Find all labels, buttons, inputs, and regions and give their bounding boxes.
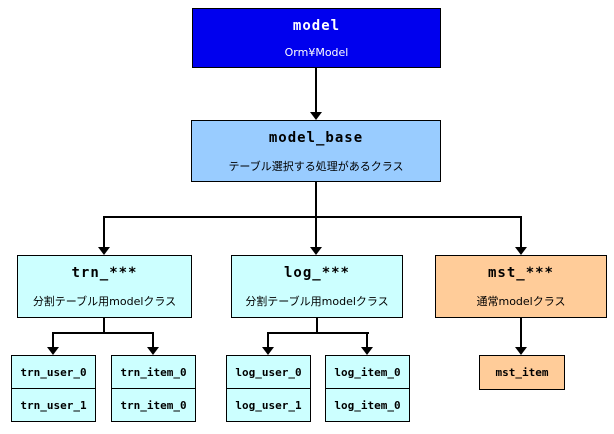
- arrowhead-into-log-item: [361, 347, 373, 355]
- arrowhead-into-trn: [98, 247, 110, 255]
- node-log: log_*** 分割テーブル用modelクラス: [231, 255, 403, 318]
- node-mst-item-title: mst_item: [495, 366, 549, 379]
- node-log-item-1: log_item_0: [325, 388, 410, 422]
- stack-log-item: log_item_0 log_item_0: [325, 355, 410, 422]
- connector-drop-log-item: [366, 332, 368, 348]
- connector-drop-trn-item: [152, 332, 154, 348]
- connector-drop-trn-user: [52, 332, 54, 348]
- node-trn-subtitle: 分割テーブル用modelクラス: [32, 295, 177, 308]
- node-model-base-subtitle: テーブル選択する処理があるクラス: [228, 160, 404, 173]
- node-trn-item-0: trn_item_0: [111, 355, 196, 389]
- node-mst-subtitle: 通常modelクラス: [476, 295, 566, 308]
- stack-log-user: log_user_0 log_user_1: [226, 355, 311, 422]
- connector-trn-stem: [103, 318, 105, 334]
- node-log-user-0: log_user_0: [226, 355, 311, 389]
- connector-log-stem: [316, 318, 318, 334]
- arrowhead-into-mst-item: [515, 347, 527, 355]
- node-trn-user-1: trn_user_1: [11, 388, 96, 422]
- stack-trn-user: trn_user_0 trn_user_1: [11, 355, 96, 422]
- arrowhead-into-log: [310, 247, 322, 255]
- node-trn-user-0: trn_user_0: [11, 355, 96, 389]
- node-trn-title: trn_***: [71, 265, 138, 281]
- node-mst-title: mst_***: [487, 265, 554, 281]
- arrowhead-into-trn-item: [147, 347, 159, 355]
- node-log-title: log_***: [283, 265, 350, 281]
- connector-drop-mst: [520, 216, 522, 248]
- node-log-user-1: log_user_1: [226, 388, 311, 422]
- connector-modelbase-stem: [315, 182, 317, 248]
- node-model-subtitle: Orm¥Model: [284, 46, 349, 59]
- arrowhead-into-trn-user: [47, 347, 59, 355]
- connector-model-to-modelbase: [315, 68, 317, 113]
- node-log-subtitle: 分割テーブル用modelクラス: [245, 295, 389, 308]
- node-log-item-0: log_item_0: [325, 355, 410, 389]
- node-model-base-title: model_base: [268, 130, 364, 146]
- arrowhead-into-modelbase: [310, 112, 322, 120]
- node-model-title: model: [292, 18, 341, 34]
- connector-log-horizontal: [267, 332, 369, 334]
- node-mst: mst_*** 通常modelクラス: [435, 255, 607, 318]
- node-trn: trn_*** 分割テーブル用modelクラス: [17, 255, 192, 318]
- connector-branch-horizontal: [104, 216, 522, 218]
- node-mst-item: mst_item: [479, 355, 565, 390]
- node-model-base: model_base テーブル選択する処理があるクラス: [191, 120, 441, 182]
- connector-drop-trn: [103, 216, 105, 248]
- node-trn-item-1: trn_item_0: [111, 388, 196, 422]
- arrowhead-into-mst: [515, 247, 527, 255]
- connector-mst-stem: [520, 318, 522, 348]
- connector-trn-horizontal: [52, 332, 154, 334]
- stack-trn-item: trn_item_0 trn_item_0: [111, 355, 196, 422]
- arrowhead-into-log-user: [262, 347, 274, 355]
- node-model: model Orm¥Model: [192, 8, 441, 68]
- connector-drop-log-user: [267, 332, 269, 348]
